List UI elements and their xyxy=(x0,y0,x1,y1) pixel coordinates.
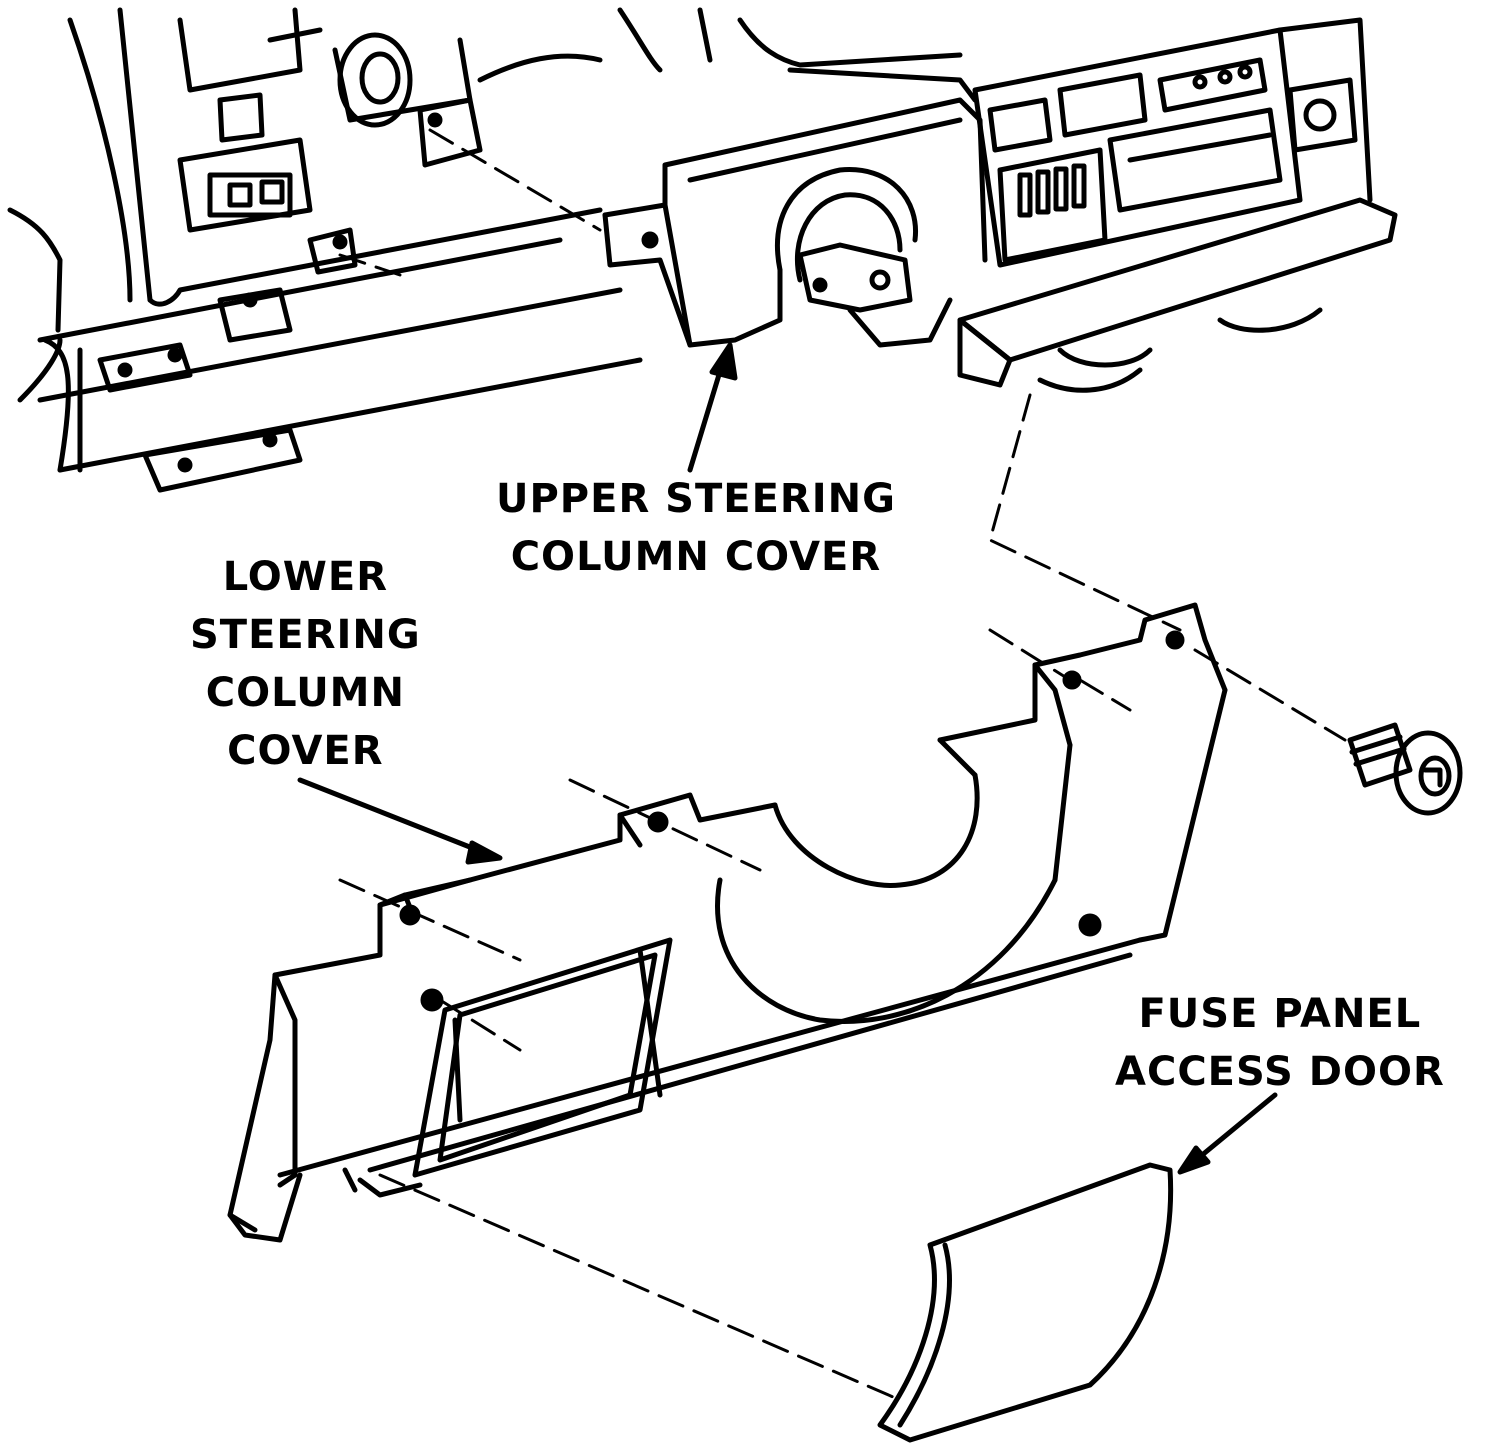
fuse-door-label-line1: FUSE PANEL xyxy=(1138,991,1422,1037)
leader-arrows xyxy=(297,342,1278,1175)
upper-cover-label: UPPER STEERING COLUMN COVER xyxy=(496,470,896,586)
instrument-panel xyxy=(7,7,1398,493)
upper-steering-column-cover xyxy=(602,97,988,348)
lower-cover-label-line3: COLUMN xyxy=(205,670,405,716)
fuse-panel-access-door xyxy=(877,1162,1174,1443)
lower-steering-column-cover xyxy=(227,602,1228,1243)
fuse-door-label: FUSE PANEL ACCESS DOOR xyxy=(1115,985,1445,1101)
lower-cover-label: LOWER STEERING COLUMN COVER xyxy=(190,548,421,780)
lower-cover-label-line1: LOWER xyxy=(222,554,389,600)
fuse-door-label-line2: ACCESS DOOR xyxy=(1115,1049,1445,1095)
upper-cover-label-line2: COLUMN COVER xyxy=(510,534,882,580)
lower-cover-label-line2: STEERING xyxy=(190,612,421,658)
upper-cover-label-line1: UPPER STEERING xyxy=(496,476,896,522)
mounting-screw xyxy=(1347,722,1463,816)
lower-cover-label-line4: COVER xyxy=(227,728,384,774)
assembly-guide-lines xyxy=(338,128,1347,1402)
